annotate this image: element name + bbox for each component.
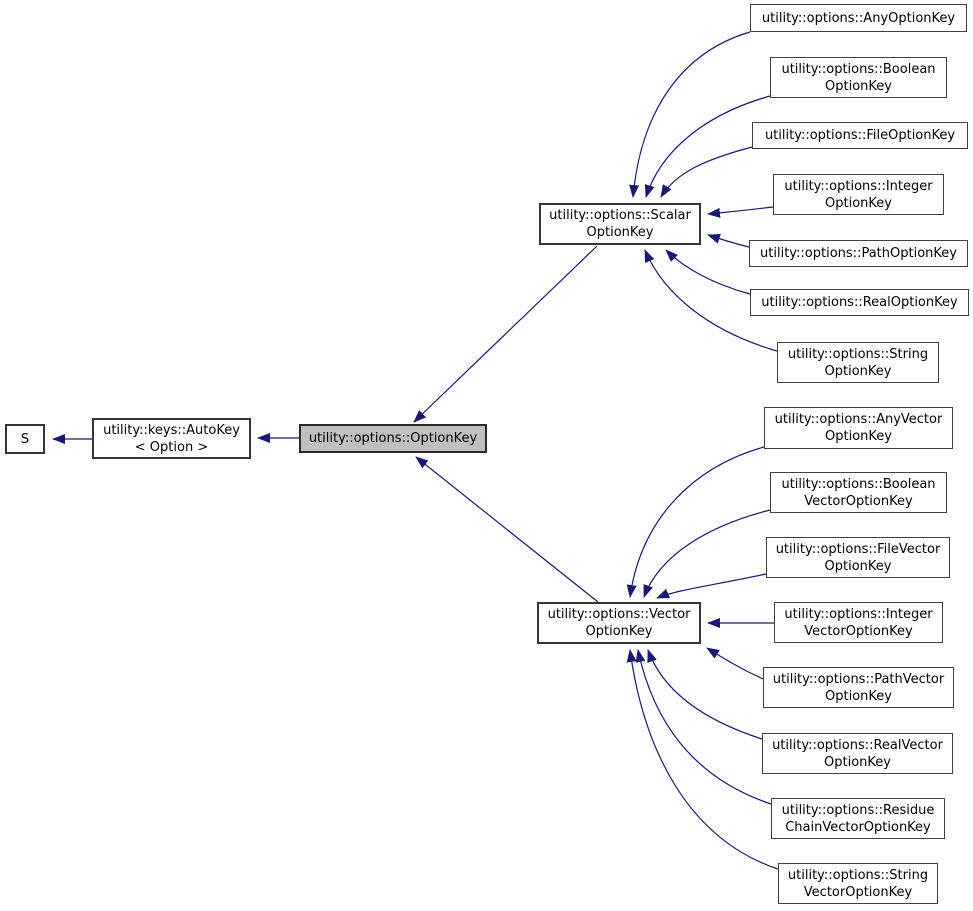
class-node-label: utility::options::Boolean — [781, 476, 936, 492]
class-node-label: VectorOptionKey — [804, 623, 913, 639]
class-node-label: < Option > — [134, 439, 209, 455]
class-node-label: OptionKey — [825, 688, 892, 704]
class-node-anyoptionkey[interactable]: utility::options::AnyOptionKey — [750, 4, 967, 32]
edge-booleanvector-to-vectoroptionkey — [643, 509, 771, 598]
class-node-label: utility::options::AnyVector — [774, 412, 943, 427]
class-node-label: utility::options::String — [787, 867, 929, 883]
class-node-label: OptionKey — [585, 624, 653, 639]
class-node-fileoptionkey[interactable]: utility::options::FileOptionKey — [752, 122, 968, 149]
edge-integeroptionkey-to-scalaroptionkey — [707, 206, 774, 218]
class-node-label: ChainVectorOptionKey — [785, 819, 931, 835]
edge-fileoptionkey-to-scalaroptionkey — [660, 146, 753, 198]
class-node-label: utility::keys::AutoKey — [103, 422, 240, 438]
class-node-label: VectorOptionKey — [804, 493, 913, 509]
class-node-label: utility::options::Integer — [784, 178, 933, 194]
edge-realvector-to-vectoroptionkey — [647, 649, 763, 740]
edge-filevector-to-vectoroptionkey — [656, 573, 767, 599]
class-node-label: S — [20, 431, 30, 447]
class-node-label: utility::options::RealOptionKey — [761, 295, 958, 310]
class-node-label: OptionKey — [824, 754, 891, 770]
class-node-s: S — [5, 424, 45, 454]
edge-group — [52, 31, 779, 870]
class-node-label: OptionKey — [825, 429, 892, 444]
class-node-label: utility::options::Residue — [781, 802, 935, 818]
class-node-label: utility::options::Scalar — [549, 208, 691, 223]
class-node-realoptionkey[interactable]: utility::options::RealOptionKey — [750, 289, 969, 316]
edge-anyvector-to-vectoroptionkey — [626, 446, 765, 598]
class-node-label: utility::options::FileOptionKey — [764, 128, 956, 143]
edge-booleanoptionkey-to-scalaroptionkey — [644, 95, 771, 198]
class-node-pathoptionkey[interactable]: utility::options::PathOptionKey — [749, 240, 968, 267]
edge-pathvector-to-vectoroptionkey — [706, 647, 764, 680]
class-node-label: OptionKey — [586, 225, 654, 240]
edge-stringvector-to-vectoroptionkey — [626, 649, 779, 870]
class-node-label: OptionKey — [825, 195, 892, 211]
class-node-label: utility::options::PathVector — [772, 671, 945, 687]
class-node-optionkey: utility::options::OptionKey — [299, 424, 487, 453]
edge-pathoptionkey-to-scalaroptionkey — [707, 234, 750, 248]
edge-vectoroptionkey-to-optionkey — [415, 456, 599, 603]
class-node-label: OptionKey — [825, 78, 892, 94]
class-node-label: utility::options::FileVector — [775, 541, 941, 557]
edge-scalaroptionkey-to-optionkey — [413, 245, 598, 423]
class-node-label: utility::options::RealVector — [772, 737, 943, 753]
class-node-label: utility::options::Boolean — [781, 61, 936, 77]
class-node-label: VectorOptionKey — [803, 884, 913, 900]
class-node-label: utility::options::Integer — [784, 606, 933, 622]
class-node-label: utility::options::AnyOptionKey — [761, 10, 956, 26]
edge-anyoptionkey-to-scalaroptionkey — [629, 31, 751, 198]
class-node-label: OptionKey — [824, 558, 892, 574]
edge-realoptionkey-to-scalaroptionkey — [665, 249, 751, 295]
edge-residuechainvector-to-vectoroptionkey — [635, 649, 772, 805]
class-node-label: utility::options::String — [787, 346, 929, 362]
class-node-label: OptionKey — [824, 363, 892, 379]
class-node-label: utility::options::PathOptionKey — [760, 246, 957, 261]
class-node-label: utility::options::OptionKey — [308, 431, 478, 446]
class-node-label: utility::options::Vector — [547, 607, 691, 622]
edge-stringoptionkey-to-scalaroptionkey — [644, 249, 778, 352]
class-node-autokey[interactable]: utility::keys::AutoKey< Option > — [92, 418, 251, 459]
